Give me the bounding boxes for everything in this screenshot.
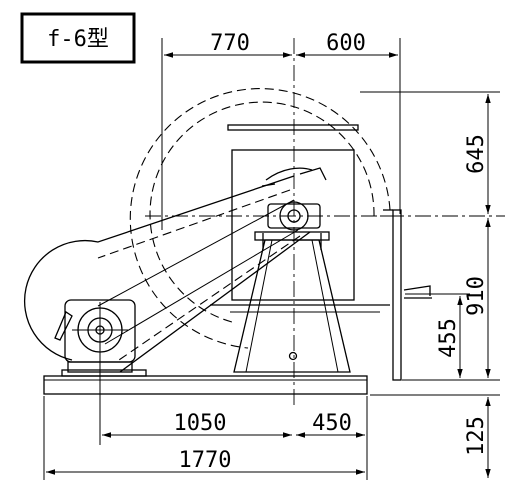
pedestal — [210, 231, 390, 373]
dimension-lines — [46, 52, 491, 478]
outlet-flange — [380, 209, 432, 381]
dim-bottom-left: 1050 — [174, 411, 227, 436]
dim-right-upper: 645 — [464, 134, 489, 174]
dim-bottom-right: 450 — [312, 411, 352, 436]
dim-bottom-total: 1770 — [179, 448, 232, 473]
dim-top-right: 600 — [326, 31, 366, 56]
base-frame — [43, 375, 368, 395]
dim-base-height: 125 — [464, 416, 489, 456]
fan-casing — [129, 88, 391, 349]
dim-inner-height: 455 — [436, 318, 461, 358]
impeller — [227, 124, 359, 301]
dim-top-left: 770 — [210, 31, 250, 56]
belt-guard — [23, 175, 311, 373]
dimension-labels: 770 600 645 910 455 125 1050 450 1770 — [174, 31, 489, 473]
drawing-title: f-6型 — [47, 27, 109, 52]
title-box: f-6型 — [20, 12, 136, 64]
dim-right-lower: 910 — [464, 276, 489, 316]
fan-pulley — [267, 201, 321, 231]
extension-lines — [43, 38, 500, 480]
